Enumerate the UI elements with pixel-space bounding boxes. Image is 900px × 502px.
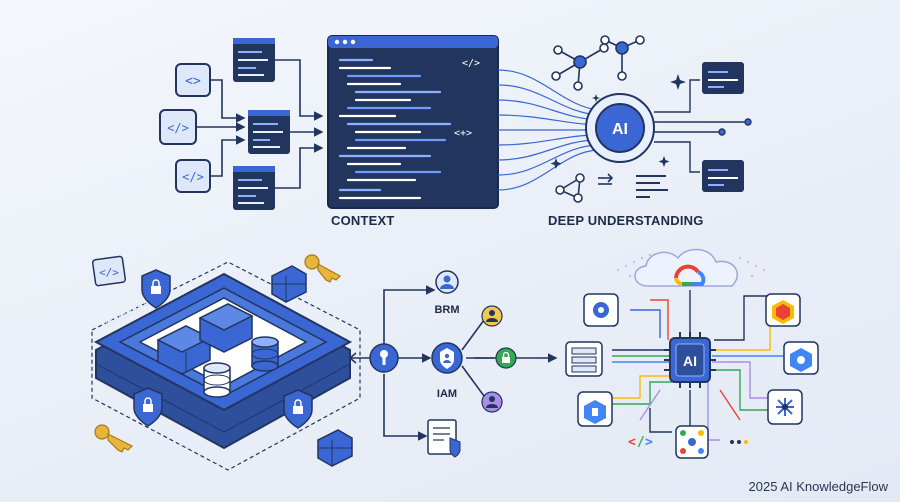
identity-connectors [383, 285, 558, 441]
svg-text:<: < [628, 435, 636, 450]
svg-text:</>: </> [167, 121, 189, 135]
code-tag-icon: </> [91, 255, 127, 287]
shield-lock-icon [133, 387, 163, 427]
triangle-network-icon [555, 173, 585, 203]
data-flow-lines [497, 69, 599, 191]
iam-label: IAM [437, 388, 457, 400]
identity-panel: BRM IAM [369, 270, 558, 458]
sort-icon [598, 173, 614, 185]
code-window-icon [233, 166, 275, 210]
firewall-icon [317, 429, 353, 467]
code-file-icon: </> [175, 159, 211, 193]
context-panel: <> </> </> [159, 35, 499, 210]
user-icon [435, 270, 459, 294]
google-cloud-icon [634, 248, 738, 287]
dataflow-service-icon [675, 425, 709, 459]
text-lines-icon [636, 175, 668, 198]
isolated-vpc-panel: Isolated VPC [91, 254, 372, 471]
firewall-icon [271, 265, 307, 303]
key-icon [94, 424, 134, 453]
cloud-dots [616, 253, 766, 278]
deep-understanding-label: DEEP UNDERSTANDING [548, 213, 704, 228]
network-graph-icon [551, 35, 645, 91]
svg-text:>: > [645, 435, 653, 450]
sparkle-icons [550, 74, 686, 169]
code-file-icon: <> [175, 63, 211, 97]
svg-text:</>: </> [182, 170, 204, 184]
settings-service-icon [583, 293, 619, 327]
context-connectors [196, 59, 324, 189]
access-key-icon [369, 343, 399, 373]
svg-text:</>: </> [99, 266, 119, 279]
output-connectors [654, 79, 752, 173]
ai-chip-text: AI [683, 353, 697, 369]
cloud-ai-panel: AI [565, 248, 819, 459]
svg-text:<>: <> [185, 74, 201, 89]
network-service-icon [767, 389, 803, 425]
server-icon [565, 341, 603, 377]
output-window-icon [702, 160, 744, 192]
user-badge-icon [481, 391, 503, 413]
key-icon [304, 254, 341, 283]
code-tag-icon: < / > [628, 435, 653, 450]
user-badge-icon [481, 305, 503, 327]
storage-service-icon [577, 391, 613, 427]
credit-text: 2025 AI KnowledgeFlow [748, 479, 888, 494]
ai-brain-icon: AI [585, 93, 655, 163]
ai-chip-text: AI [612, 121, 628, 138]
code-window-icon [248, 110, 290, 154]
ai-chip-icon: AI [664, 332, 716, 388]
container-icon [198, 303, 254, 353]
brm-label: BRM [434, 304, 459, 316]
kubernetes-service-icon [783, 341, 819, 375]
hexagon-service-icon [765, 293, 801, 327]
policy-document-icon [427, 419, 461, 458]
code-window-icon [233, 38, 275, 82]
svg-text:/: / [637, 435, 645, 450]
code-file-icon: </> [159, 109, 197, 145]
code-editor-window: </> <+> [327, 35, 499, 209]
database-icon [203, 362, 231, 398]
identity-shield-icon [431, 342, 463, 374]
svg-text:<+>: <+> [454, 128, 472, 139]
svg-text:</>: </> [462, 58, 480, 69]
shield-lock-icon [283, 389, 313, 429]
output-window-icon [702, 62, 744, 94]
context-label: CONTEXT [331, 213, 395, 228]
database-icon [251, 336, 279, 372]
lock-badge-icon [495, 347, 517, 369]
circuit-lines [600, 290, 790, 441]
shield-lock-icon [141, 269, 171, 309]
deep-understanding-panel: AI [497, 35, 752, 203]
dots-icon [730, 440, 748, 444]
